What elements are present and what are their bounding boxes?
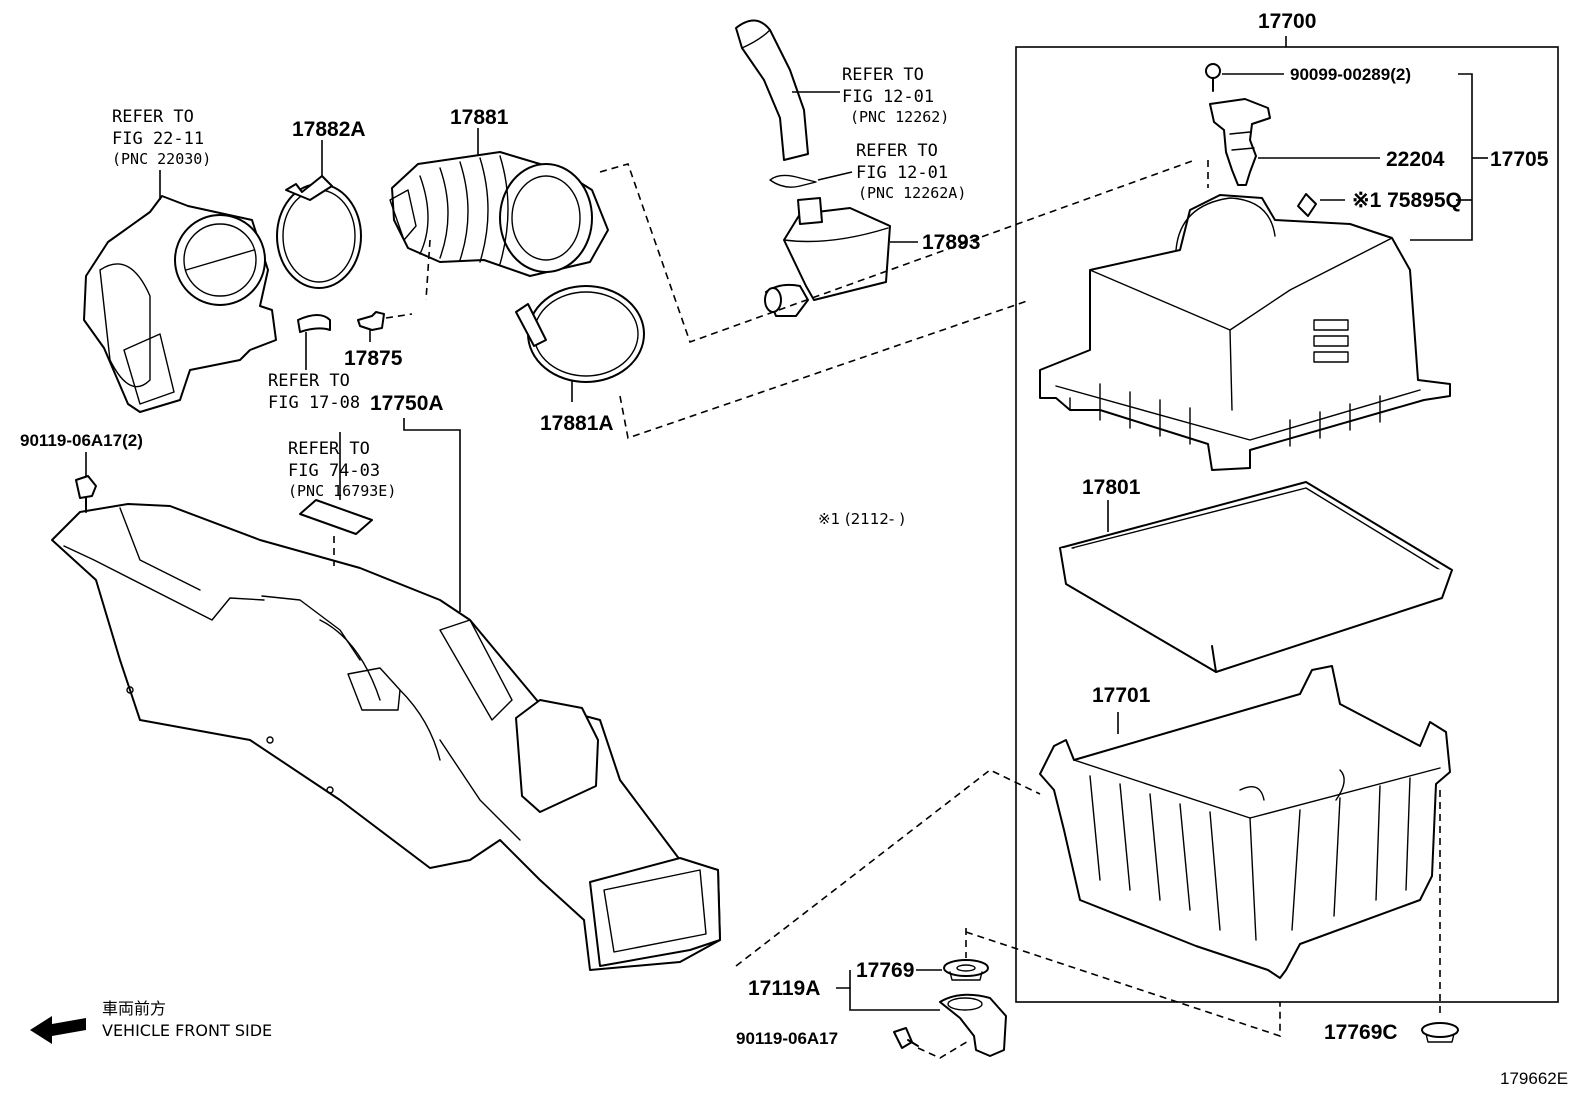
throttle-ref-line3: (PNC 22030) — [112, 150, 211, 168]
cap-group-bracket — [1320, 73, 1488, 241]
grommet-17769-icon — [916, 959, 989, 981]
pipe-top-ref-line2: FIG 12-01 — [842, 87, 934, 107]
label-fig74-ref-line2: FIG 74-03 — [288, 461, 380, 481]
air-cleaner-assembly-frame — [1015, 36, 1559, 1003]
small-hose-icon — [297, 314, 331, 370]
fitting-17875-label: 17875 — [344, 347, 403, 370]
clamp-17881a-label: 17881A — [540, 412, 614, 435]
grommet-17769c-icon — [1421, 1022, 1459, 1043]
hose-clamp-17882a-icon — [276, 140, 362, 289]
throttle-ref-line1: REFER TO — [112, 107, 194, 127]
duct-17750a-label: 17750A — [370, 392, 444, 415]
bolt-90099-label: 90099-00289(2) — [1290, 65, 1411, 84]
bolt-90119-single-label: 90119-06A17 — [736, 1029, 838, 1048]
air-cleaner-case-icon — [1039, 665, 1451, 979]
bottom-dashlines — [735, 769, 1441, 1059]
breather-pipe-icon — [735, 19, 840, 161]
grommet-17769c-label: 17769C — [1324, 1021, 1398, 1044]
clamp-to-cap-dashline — [619, 299, 1031, 440]
illustration-id-label: 179662E — [1500, 1069, 1568, 1088]
clip-top-ref-line3: (PNC 12262A) — [858, 184, 966, 202]
label-diamond-icon — [1297, 193, 1317, 217]
label-fig74-ref-line3: (PNC 16793E) — [288, 482, 396, 500]
label-75895q-label: ※1 75895Q — [1352, 189, 1462, 212]
vehicle-front-arrow-icon — [30, 1016, 86, 1044]
sensor-22204-label: 22204 — [1386, 148, 1445, 171]
hose-fig17-ref-line2: FIG 17-08 — [268, 393, 360, 413]
bracket-17119a-icon — [836, 970, 1007, 1057]
vehicle-front-jp-label: 車両前方 — [102, 999, 166, 1018]
cap-17705-label: 17705 — [1490, 148, 1549, 171]
throttle-ref-line2: FIG 22-11 — [112, 129, 204, 149]
air-intake-hose-icon — [389, 128, 609, 301]
bolt-90119-single-icon — [893, 1027, 919, 1049]
air-cleaner-cap-icon — [1039, 194, 1451, 471]
hose-17881-label: 17881 — [450, 106, 509, 129]
label-patch-icon — [299, 432, 373, 566]
clip-top-ref-line2: FIG 12-01 — [856, 163, 948, 183]
throttle-body-icon — [83, 170, 277, 413]
bracket-17119a-label: 17119A — [748, 977, 820, 1000]
label-fig74-ref-line1: REFER TO — [288, 439, 370, 459]
clip-top-ref-line1: REFER TO — [856, 141, 938, 161]
case-17701-label: 17701 — [1092, 684, 1151, 707]
clamp-17882a-label: 17882A — [292, 118, 366, 141]
air-filter-element-icon — [1059, 481, 1453, 673]
duct-leader-bracket — [403, 418, 461, 612]
resonator-icon — [764, 197, 918, 317]
fitting-17875-icon — [357, 311, 413, 342]
pipe-top-ref-line1: REFER TO — [842, 65, 924, 85]
hose-to-cap-dashline — [599, 159, 1196, 344]
element-17801-label: 17801 — [1082, 476, 1141, 499]
air-flow-sensor-icon — [1209, 98, 1380, 186]
resonator-17893-label: 17893 — [922, 231, 980, 254]
footnote-note: ※1 (2112- ) — [818, 510, 905, 528]
clip-icon — [769, 171, 853, 188]
assembly-17700-label: 17700 — [1258, 10, 1316, 33]
pipe-top-ref-line3: (PNC 12262) — [850, 108, 949, 126]
grommet-17769-label: 17769 — [856, 959, 914, 982]
bolt-90119-pair-icon — [75, 452, 97, 513]
bolt-90119-pair-label: 90119-06A17(2) — [20, 431, 143, 450]
inlet-duct-icon — [51, 503, 721, 971]
bolt-90099-icon — [1205, 63, 1284, 92]
vehicle-front-en-label: VEHICLE FRONT SIDE — [102, 1021, 272, 1040]
hose-clamp-17881a-icon — [515, 285, 645, 402]
hose-fig17-ref-line1: REFER TO — [268, 371, 350, 391]
